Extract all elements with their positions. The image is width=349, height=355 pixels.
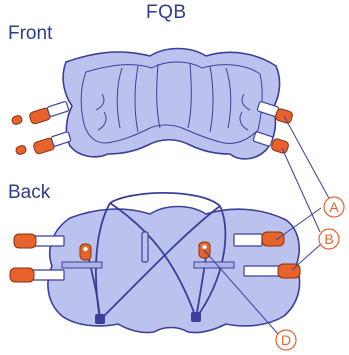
center-tab bbox=[142, 232, 148, 262]
front-pad bbox=[63, 49, 279, 159]
callout-B: B bbox=[319, 229, 339, 249]
callout-A-letter: A bbox=[329, 199, 339, 215]
front-left-buckles bbox=[11, 101, 71, 155]
callout-B-letter: B bbox=[324, 231, 333, 247]
cord-clip-right bbox=[191, 312, 201, 322]
callout-D: D bbox=[276, 330, 296, 350]
back-view bbox=[10, 193, 300, 333]
callout-A: A bbox=[324, 197, 344, 217]
front-view bbox=[11, 49, 293, 159]
cord-clip-left bbox=[95, 314, 105, 324]
callout-D-letter: D bbox=[281, 332, 291, 348]
